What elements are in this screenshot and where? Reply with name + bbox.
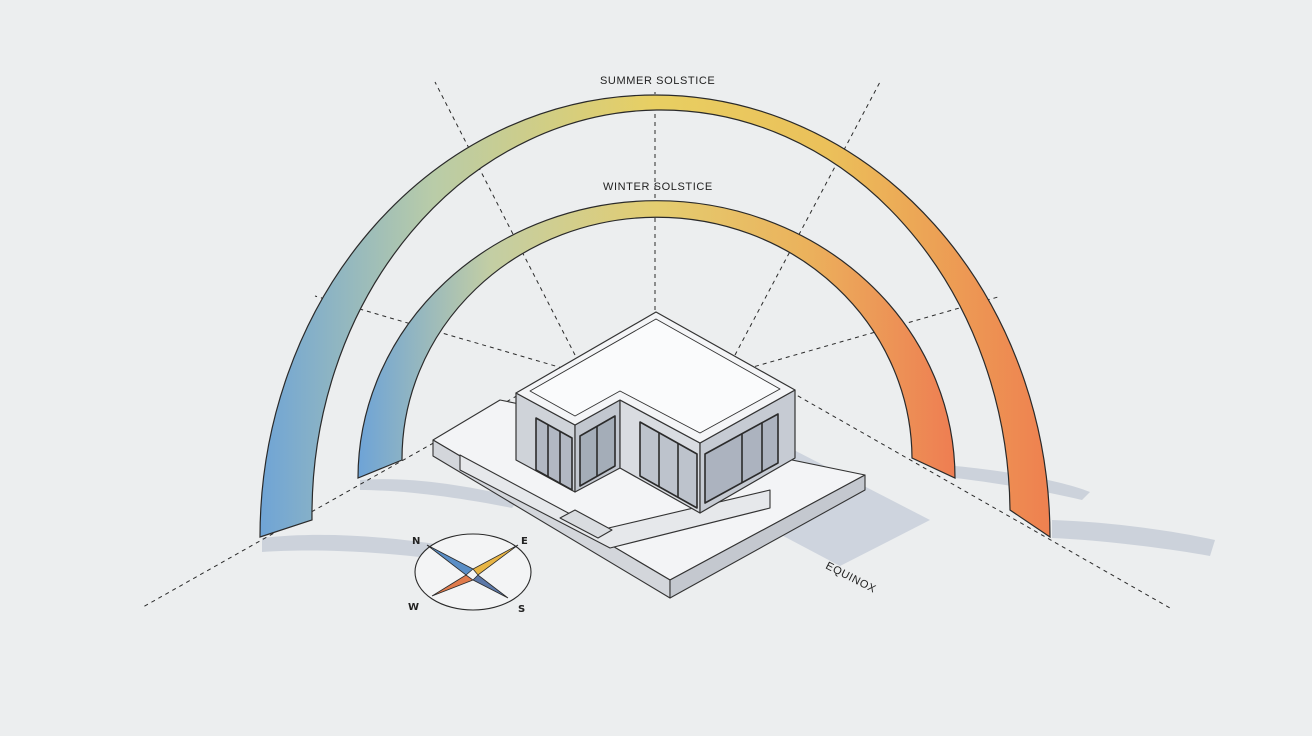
compass-south-needle xyxy=(431,574,474,597)
compass-label-n: N xyxy=(412,536,420,547)
house xyxy=(515,311,796,514)
compass-label-e: E xyxy=(521,536,528,547)
summer-solstice-label: SUMMER SOLSTICE xyxy=(600,75,716,87)
compass-southeast-needle xyxy=(472,574,509,599)
compass-label-s: S xyxy=(518,604,525,615)
winter-solstice-label: WINTER SOLSTICE xyxy=(603,181,713,193)
summer-solstice-arc xyxy=(259,94,1051,539)
compass-north-needle xyxy=(426,544,474,576)
compass-east-needle xyxy=(472,544,519,576)
compass-label-w: W xyxy=(408,602,419,613)
winter-solstice-arc xyxy=(357,200,956,479)
compass: N E S W xyxy=(408,533,532,615)
